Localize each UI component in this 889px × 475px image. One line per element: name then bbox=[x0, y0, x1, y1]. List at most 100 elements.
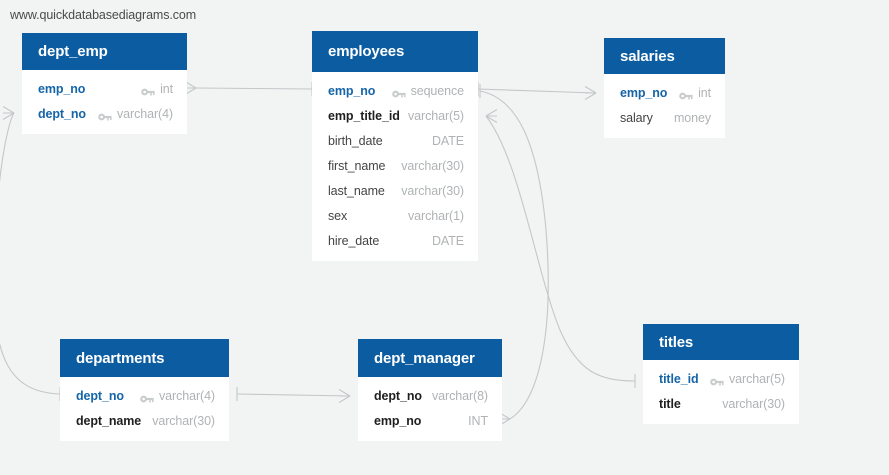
field-row[interactable]: emp_no INT bbox=[358, 408, 502, 433]
field-meta: DATE bbox=[432, 234, 464, 248]
field-type: INT bbox=[468, 413, 488, 428]
field-type: varchar(30) bbox=[401, 158, 464, 173]
relationship-titles-employees bbox=[485, 109, 636, 388]
relationship-employees-salaries bbox=[477, 82, 597, 100]
relationship-line bbox=[477, 88, 597, 94]
table-title: dept_manager bbox=[374, 349, 475, 367]
table-header-dept_emp[interactable]: dept_emp bbox=[22, 33, 187, 70]
field-type: DATE bbox=[431, 133, 464, 148]
field-type: varchar(4) bbox=[117, 106, 173, 121]
field-name: sex bbox=[328, 208, 348, 223]
field-name: hire_date bbox=[328, 233, 380, 248]
field-meta: varchar(30) bbox=[401, 159, 464, 173]
field-type: money bbox=[673, 110, 711, 125]
field-row[interactable]: dept_no varchar(4) bbox=[60, 383, 229, 408]
many-marker bbox=[584, 86, 597, 100]
table-fields-dept_manager: dept_no varchar(8) emp_no INT bbox=[358, 377, 502, 441]
many-marker bbox=[338, 389, 351, 403]
field-meta: money bbox=[674, 111, 711, 125]
field-row[interactable]: sex varchar(1) bbox=[312, 203, 478, 228]
table-header-employees[interactable]: employees bbox=[312, 31, 478, 72]
table-header-salaries[interactable]: salaries bbox=[604, 38, 725, 74]
primary-key-icon bbox=[679, 88, 693, 99]
primary-key-icon bbox=[98, 109, 112, 120]
table-card-titles[interactable]: titles title_id varchar(5) title varchar(30) bbox=[643, 324, 799, 424]
relationship-departments-dept_manager bbox=[236, 387, 351, 403]
field-type: varchar(1) bbox=[408, 208, 464, 223]
table-header-departments[interactable]: departments bbox=[60, 339, 229, 377]
field-name: emp_no bbox=[374, 413, 422, 428]
field-name: first_name bbox=[328, 158, 386, 173]
field-meta: INT bbox=[468, 414, 488, 428]
field-row[interactable]: emp_no int bbox=[22, 76, 187, 101]
field-meta: varchar(30) bbox=[401, 184, 464, 198]
field-type: int bbox=[160, 81, 173, 96]
field-name: emp_no bbox=[620, 85, 668, 100]
field-type: varchar(8) bbox=[432, 388, 488, 403]
field-name: title_id bbox=[659, 371, 699, 386]
field-meta: int bbox=[141, 82, 173, 96]
field-row[interactable]: title_id varchar(5) bbox=[643, 366, 799, 391]
field-meta: varchar(4) bbox=[140, 389, 215, 403]
field-name: emp_no bbox=[328, 83, 376, 98]
field-meta: varchar(1) bbox=[408, 209, 464, 223]
field-meta: DATE bbox=[432, 134, 464, 148]
primary-key-icon bbox=[140, 391, 154, 402]
watermark-label: www.quickdatabasediagrams.com bbox=[10, 8, 197, 22]
field-type: varchar(5) bbox=[729, 371, 785, 386]
field-meta: varchar(8) bbox=[432, 389, 488, 403]
relationship-dept_emp-employees bbox=[184, 81, 313, 96]
field-type: varchar(30) bbox=[401, 183, 464, 198]
field-name: title bbox=[659, 396, 681, 411]
field-type: varchar(5) bbox=[408, 108, 464, 123]
field-row[interactable]: dept_no varchar(8) bbox=[358, 383, 502, 408]
field-row[interactable]: emp_no sequence bbox=[312, 78, 478, 103]
primary-key-icon bbox=[391, 86, 406, 97]
field-row[interactable]: salary money bbox=[604, 105, 725, 130]
table-fields-titles: title_id varchar(5) title varchar(30) bbox=[643, 360, 799, 424]
field-meta: varchar(5) bbox=[710, 372, 785, 386]
field-name: dept_no bbox=[76, 388, 124, 403]
field-name: last_name bbox=[328, 183, 385, 198]
field-type: DATE bbox=[431, 233, 464, 248]
field-row[interactable]: first_name varchar(30) bbox=[312, 153, 478, 178]
relationship-line bbox=[195, 87, 313, 90]
field-meta: varchar(4) bbox=[98, 107, 173, 121]
field-name: salary bbox=[620, 110, 653, 125]
table-header-dept_manager[interactable]: dept_manager bbox=[358, 339, 502, 377]
field-type: sequence bbox=[410, 83, 465, 98]
table-title: salaries bbox=[620, 47, 675, 65]
field-row[interactable]: hire_date DATE bbox=[312, 228, 478, 253]
relationship-line bbox=[0, 112, 61, 395]
field-meta: varchar(5) bbox=[408, 109, 464, 123]
relationship-line bbox=[236, 393, 351, 397]
field-meta: varchar(30) bbox=[152, 414, 215, 428]
field-row[interactable]: title varchar(30) bbox=[643, 391, 799, 416]
table-title: dept_emp bbox=[38, 43, 108, 60]
primary-key-icon bbox=[710, 374, 724, 385]
table-card-dept_manager[interactable]: dept_manager dept_no varchar(8) emp_no INT bbox=[358, 339, 502, 441]
field-meta: sequence bbox=[391, 83, 465, 98]
table-header-titles[interactable]: titles bbox=[643, 324, 799, 360]
many-marker bbox=[2, 106, 15, 120]
many-marker bbox=[485, 109, 498, 123]
field-name: dept_no bbox=[374, 388, 422, 403]
field-row[interactable]: last_name varchar(30) bbox=[312, 178, 478, 203]
field-type: varchar(30) bbox=[722, 396, 785, 411]
table-title: departments bbox=[76, 349, 165, 367]
table-title: employees bbox=[328, 43, 405, 60]
field-name: emp_no bbox=[38, 81, 86, 96]
